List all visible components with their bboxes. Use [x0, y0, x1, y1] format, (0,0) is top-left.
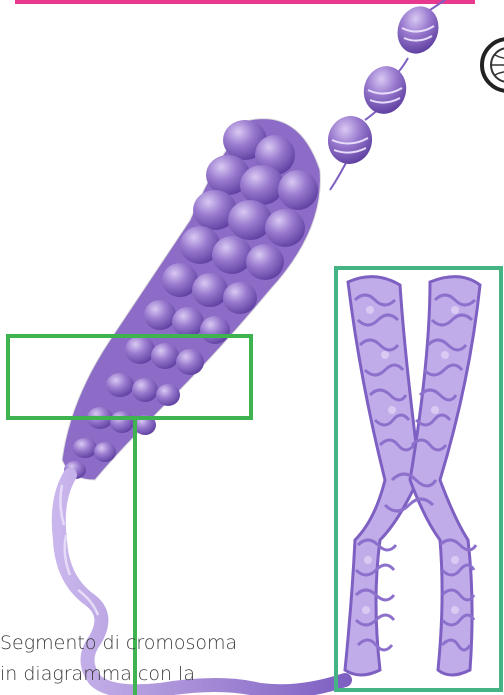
- caption-line-2: in diagramma con la: [0, 659, 300, 690]
- nucleosome: [359, 61, 412, 118]
- nucleosome: [324, 113, 376, 168]
- top-accent-bar: [15, 0, 475, 4]
- nucleosome: [391, 1, 445, 60]
- caption-line-1: Segmento di cromosoma: [0, 628, 300, 659]
- diagram-caption: Segmento di cromosoma in diagramma con l…: [0, 628, 300, 690]
- x-chromosome: [345, 277, 480, 675]
- globe-logo-icon: [482, 39, 504, 91]
